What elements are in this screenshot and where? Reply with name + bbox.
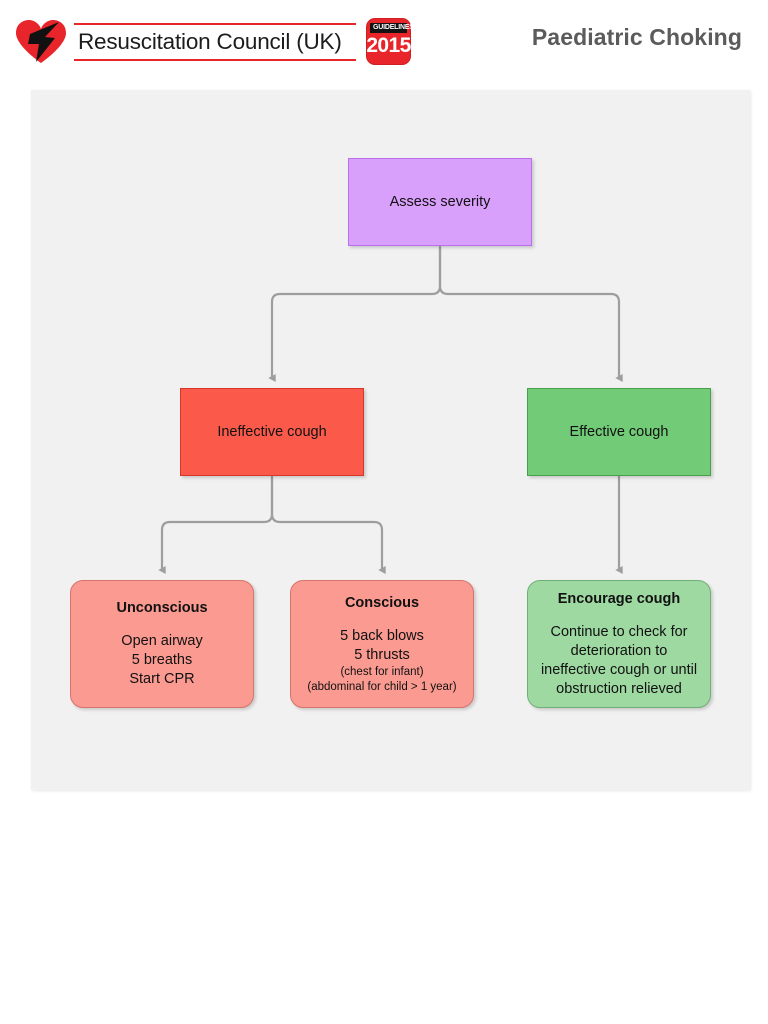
node-detail-line: Continue to check for [550, 623, 688, 640]
node-unconscious[interactable]: Unconscious Open airway 5 breaths Start … [70, 580, 254, 708]
page-header: Resuscitation Council (UK) GUIDELINES 20… [0, 0, 768, 90]
node-detail-line: 5 thrusts [354, 646, 410, 663]
node-label: Assess severity [389, 193, 491, 210]
edge-assess-to-effective [438, 245, 623, 382]
node-effective-cough[interactable]: Effective cough [527, 388, 711, 476]
page-title: Paediatric Choking [531, 24, 742, 50]
organisation-logo-block: Resuscitation Council (UK) GUIDELINES 20… [14, 18, 414, 65]
node-detail-line: ineffective cough or until [540, 661, 698, 678]
guidelines-2015-badge: GUIDELINES 2015 [366, 18, 414, 65]
organisation-name: Resuscitation Council (UK) [78, 28, 342, 54]
node-encourage-cough[interactable]: Encourage cough Continue to check for de… [527, 580, 711, 708]
badge-year-label: 2015 [366, 34, 411, 57]
node-detail-line: obstruction relieved [556, 680, 682, 697]
badge-guidelines-label: GUIDELINES [370, 23, 414, 33]
heart-logo-icon [14, 19, 68, 65]
node-detail-line: (abdominal for child > 1 year) [307, 680, 457, 693]
edge-ineffective-to-conscious [270, 475, 386, 574]
organisation-wordmark: Resuscitation Council (UK) [74, 20, 356, 64]
edge-ineffective-to-unconscious [158, 475, 274, 574]
node-detail-line: Open airway [121, 633, 203, 649]
node-detail-line: 5 back blows [340, 627, 424, 644]
node-label: Effective cough [569, 423, 669, 440]
wordmark-rule-bottom [74, 58, 356, 61]
node-title: Conscious [344, 594, 420, 611]
node-assess-severity[interactable]: Assess severity [348, 158, 532, 246]
node-label: Ineffective cough [217, 423, 327, 440]
node-ineffective-cough[interactable]: Ineffective cough [180, 388, 364, 476]
node-detail-line: (chest for infant) [340, 665, 424, 678]
node-title: Encourage cough [557, 590, 681, 607]
node-detail-line: Start CPR [129, 671, 195, 687]
flowchart-canvas: Assess severity Ineffective cough Effect… [31, 90, 750, 790]
node-title: Unconscious [116, 600, 208, 616]
wordmark-rule-top [74, 22, 356, 25]
edge-assess-to-ineffective [268, 245, 442, 382]
node-detail-line: deterioration to [570, 642, 668, 659]
node-conscious[interactable]: Conscious 5 back blows 5 thrusts (chest … [290, 580, 474, 708]
node-detail-line: 5 breaths [131, 652, 193, 668]
